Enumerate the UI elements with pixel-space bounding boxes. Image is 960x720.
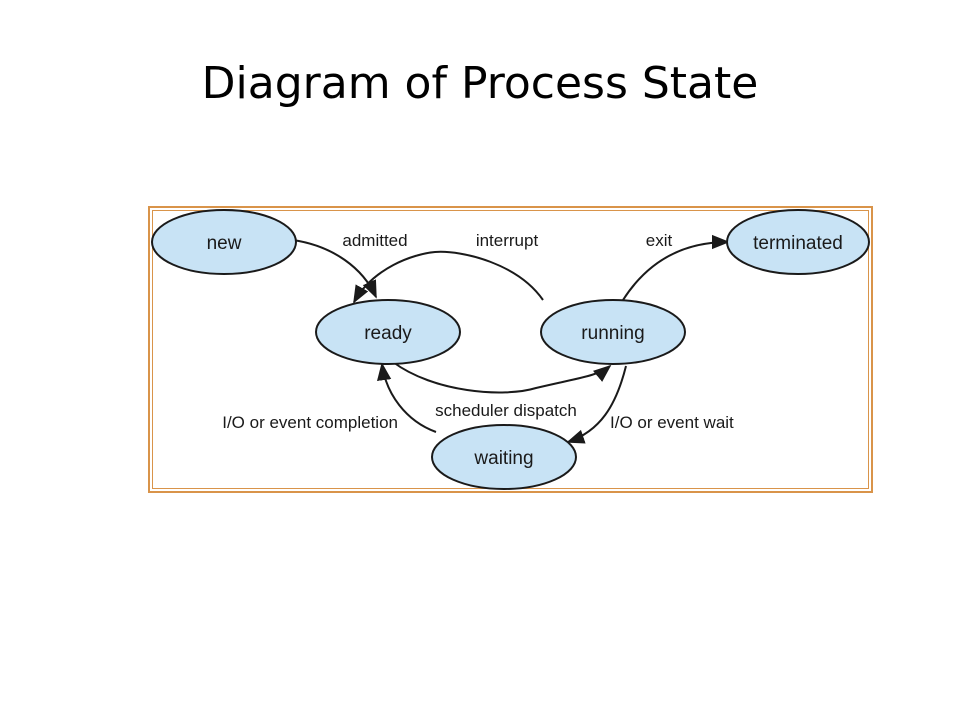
arrow-admitted	[292, 239, 377, 299]
state-new-label: new	[207, 233, 242, 254]
arrow-io-completion	[377, 362, 437, 433]
state-terminated: terminated	[726, 209, 870, 275]
label-io-event-wait: I/O or event wait	[610, 413, 734, 432]
label-interrupt: interrupt	[476, 231, 539, 250]
state-ready-label: ready	[364, 323, 412, 344]
process-state-diagram: new ready running waiting terminated adm…	[148, 206, 873, 493]
state-waiting: waiting	[431, 424, 577, 490]
state-new: new	[151, 209, 297, 275]
label-scheduler-dispatch: scheduler dispatch	[435, 401, 577, 420]
label-exit: exit	[646, 231, 673, 250]
arrow-exit	[622, 234, 730, 301]
state-ready: ready	[315, 299, 461, 365]
arrow-scheduler-dispatch	[392, 361, 612, 394]
page-title: Diagram of Process State	[201, 58, 759, 109]
state-waiting-label: waiting	[473, 448, 533, 469]
arrow-io-wait	[566, 365, 627, 444]
state-running: running	[540, 299, 686, 365]
state-running-label: running	[581, 323, 644, 344]
arrow-interrupt	[353, 250, 544, 304]
state-terminated-label: terminated	[753, 233, 843, 254]
label-io-event-completion: I/O or event completion	[222, 413, 398, 432]
label-admitted: admitted	[342, 231, 407, 250]
